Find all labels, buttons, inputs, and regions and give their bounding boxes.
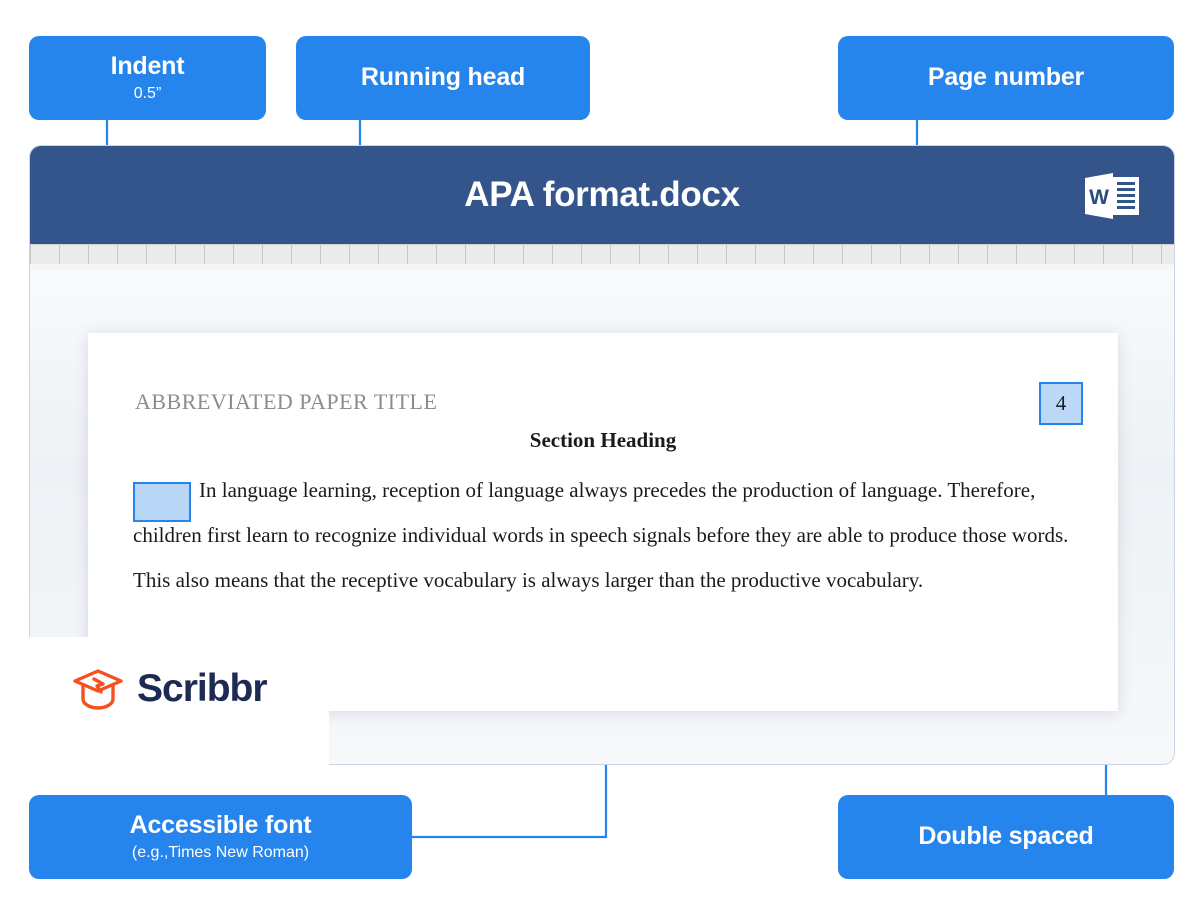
scribbr-logo[interactable]: Scribbr <box>72 666 268 712</box>
svg-text:W: W <box>1089 186 1109 209</box>
document-body-text: In language learning, reception of langu… <box>133 478 1069 592</box>
page-number-value: 4 <box>1055 391 1067 415</box>
page-number-highlight-box: 4 <box>1039 382 1083 425</box>
document-section-heading: Section Heading <box>529 428 677 452</box>
callout-page-number-title: Page number <box>927 63 1085 92</box>
callout-page-number[interactable]: Page number <box>838 36 1174 120</box>
window-title: APA format.docx <box>464 175 740 214</box>
callout-double-spaced[interactable]: Double spaced <box>838 795 1174 879</box>
callout-accessible-font-title: Accessible font <box>129 811 312 840</box>
graduation-cap-icon <box>73 669 123 710</box>
document-body-paragraph: In language learning, reception of langu… <box>133 468 1073 603</box>
callout-running-head[interactable]: Running head <box>296 36 590 120</box>
scribbr-logo-card: Scribbr <box>29 637 329 765</box>
callout-double-spaced-title: Double spaced <box>918 822 1094 851</box>
callout-accessible-font[interactable]: Accessible font (e.g.,Times New Roman) <box>29 795 412 879</box>
window-titlebar: APA format.docx W <box>30 146 1174 244</box>
document-ruler[interactable] <box>30 244 1174 272</box>
document-running-head: ABBREVIATED PAPER TITLE <box>135 389 438 414</box>
word-docx-icon: W <box>1085 173 1139 219</box>
indent-highlight-box <box>133 482 191 522</box>
logo-card-shape <box>29 637 329 765</box>
scribbr-logo-text: Scribbr <box>137 667 268 710</box>
callout-indent[interactable]: Indent 0.5” <box>29 36 266 120</box>
callout-indent-subtitle: 0.5” <box>133 84 162 102</box>
callout-running-head-title: Running head <box>360 63 526 92</box>
ruler-base <box>30 264 1174 271</box>
callout-indent-title: Indent <box>110 52 185 81</box>
callout-accessible-font-subtitle: (e.g.,Times New Roman) <box>131 843 310 861</box>
